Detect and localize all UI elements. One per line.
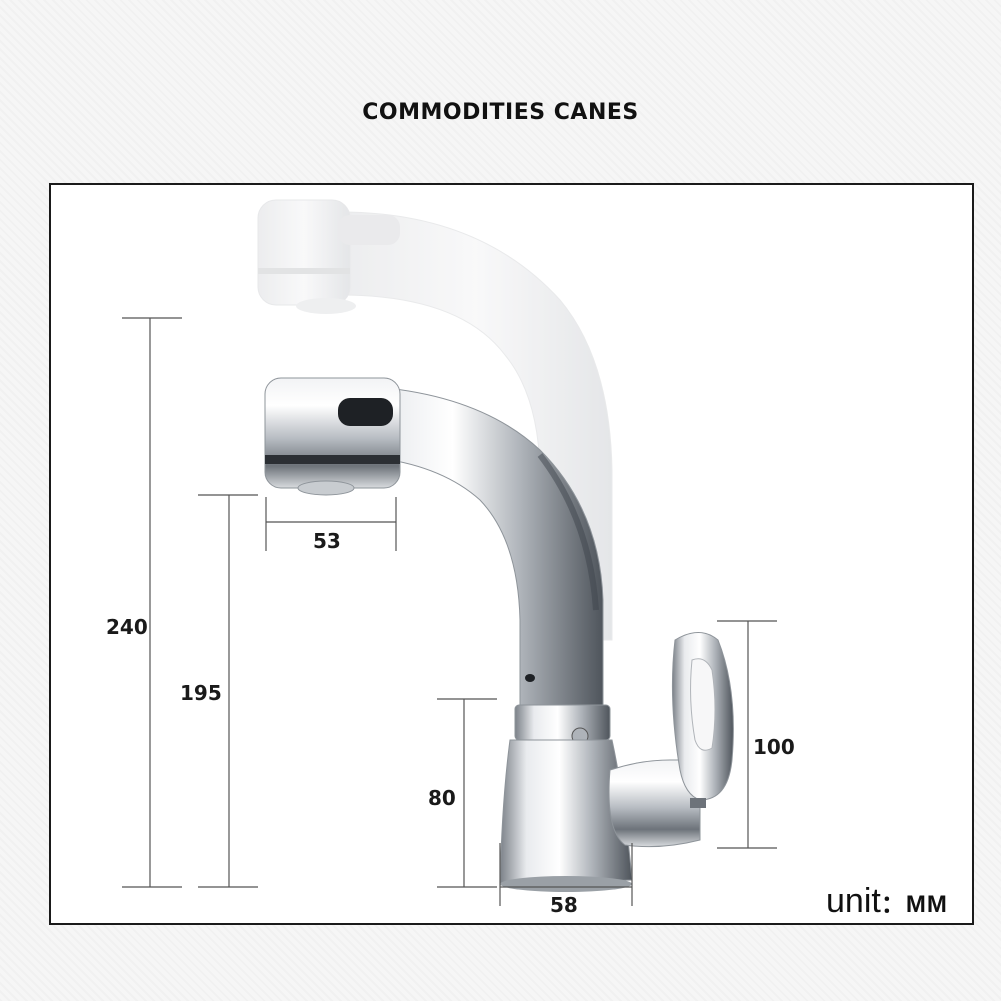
dimension-body-height: 80	[428, 786, 456, 810]
unit-value: MM	[905, 891, 948, 918]
faucet-handle	[608, 632, 734, 848]
dimension-total-height: 240	[106, 615, 148, 639]
page-title: COMMODITIES CANES	[362, 100, 639, 125]
dimension-spout-width: 53	[313, 529, 341, 553]
spout	[264, 377, 604, 711]
unit-word: unit	[826, 882, 881, 920]
dimension-base-width: 58	[550, 893, 578, 917]
dimension-handle-height: 100	[753, 735, 795, 759]
dimension-spout-height: 195	[180, 681, 222, 705]
unit-separator: ：	[880, 891, 906, 918]
unit-label: unit：MM	[826, 882, 948, 921]
dimension-lines	[122, 317, 777, 906]
faucet-body	[499, 704, 633, 892]
